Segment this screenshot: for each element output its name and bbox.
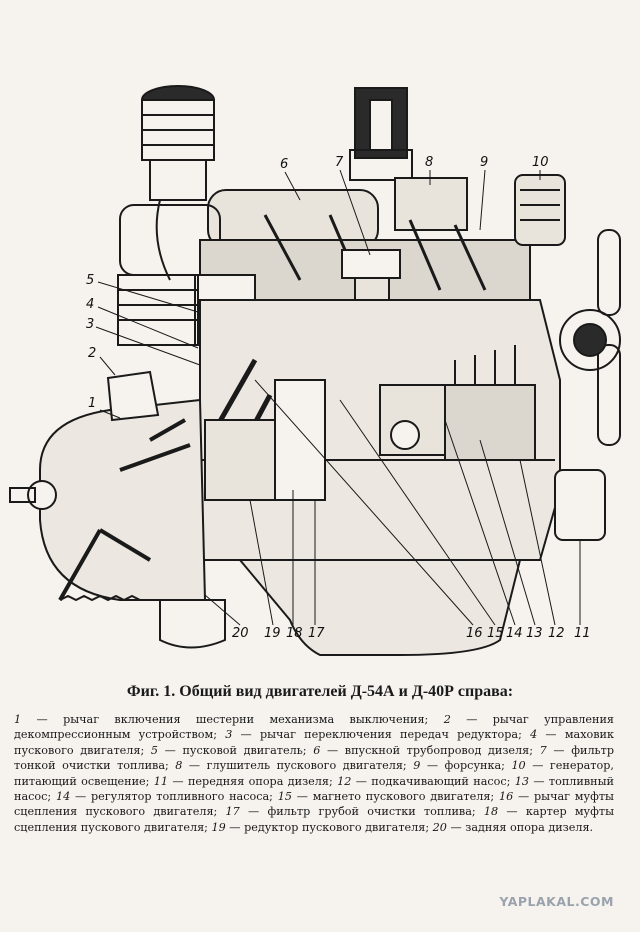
spring xyxy=(59,594,141,602)
callout-14: 14 xyxy=(506,626,523,641)
fuel-pump xyxy=(379,345,536,461)
legend-item: 15 — магнето пускового двигателя; xyxy=(277,790,495,804)
shift-linkage xyxy=(58,418,191,601)
decompression-lever xyxy=(106,370,160,422)
legend-item: 10 — генератор, питающий освещение; xyxy=(14,759,614,788)
figure-title: Фиг. 1. Общий вид двигателей Д-54А и Д-4… xyxy=(126,683,514,700)
generator xyxy=(514,174,566,246)
callout-12: 12 xyxy=(548,626,565,641)
rear-support xyxy=(159,599,226,649)
callout-17: 17 xyxy=(308,626,325,641)
callout-6: 6 xyxy=(280,157,288,172)
legend-item: 3 — рычаг переключения передач редуктора… xyxy=(225,728,522,742)
callout-8: 8 xyxy=(425,155,433,170)
legend-item: 9 — форсунка; xyxy=(413,759,505,773)
starter-clutch-housing xyxy=(204,419,276,501)
callout-4: 4 xyxy=(86,297,94,312)
legend-item: 8 — глушитель пускового двигателя; xyxy=(175,759,407,773)
starter-muffler xyxy=(394,177,468,231)
callout-13: 13 xyxy=(526,626,543,641)
leader-lines xyxy=(95,169,581,626)
legend-item: 17 — фильтр грубой очистки топлива; xyxy=(225,805,476,819)
callout-18: 18 xyxy=(286,626,303,641)
callout-10: 10 xyxy=(532,155,549,170)
callout-3: 3 xyxy=(86,317,94,332)
air-cleaner xyxy=(141,85,215,201)
starter-reducer xyxy=(274,379,326,501)
exhaust-stack xyxy=(349,87,413,181)
legend-item: 11 — передняя опора дизеля; xyxy=(153,774,333,788)
flywheel-housing xyxy=(9,398,207,601)
figure-legend: 1 — рычаг включения шестерни механизма в… xyxy=(14,712,614,835)
site-watermark: YAPLAKAL.COM xyxy=(499,894,614,909)
callout-15: 15 xyxy=(487,626,504,641)
legend-item: 18 — картер муфты сцепления пускового дв… xyxy=(14,805,614,834)
legend-item: 16 — рычаг муфты сцепления пускового дви… xyxy=(14,790,614,819)
fan xyxy=(559,229,621,446)
legend-item: 1 — рычаг включения шестерни механизма в… xyxy=(14,713,429,726)
legend-item: 5 — пусковой двигатель; xyxy=(150,743,307,757)
callout-9: 9 xyxy=(480,155,488,170)
oil-pan xyxy=(237,559,522,656)
callout-11: 11 xyxy=(574,626,591,641)
callout-labels: 1 2 3 4 5 6 7 8 9 10 11 12 13 14 15 16 1… xyxy=(86,155,591,641)
callout-5: 5 xyxy=(86,273,94,288)
legend-item: 12 — подкачивающий насос; xyxy=(337,774,511,788)
legend-item: 13 — топливный насос; xyxy=(14,774,614,804)
legend-item: 20 — задняя опора дизеля. xyxy=(432,820,594,834)
legend-item: 6 — впускной трубопровод дизеля; xyxy=(313,743,533,757)
legend-item: 2 — рычаг управления декомпрессионным ус… xyxy=(14,713,614,742)
callout-19: 19 xyxy=(264,626,281,641)
callout-1: 1 xyxy=(88,396,96,411)
front-support xyxy=(554,469,606,541)
legend-item: 4 — маховик пускового двигателя; xyxy=(14,728,614,757)
legend-item: 19 — редуктор пускового двигателя; xyxy=(211,820,430,834)
legend-item: 14 — регулятор топливного насоса; xyxy=(55,790,273,804)
callout-7: 7 xyxy=(335,155,344,170)
engine-diagram: 1 2 3 4 5 6 7 8 9 10 11 12 13 14 15 16 1… xyxy=(9,85,621,656)
callout-20: 20 xyxy=(232,626,249,641)
callout-16: 16 xyxy=(466,626,483,641)
legend-item: 7 — фильтр тонкой очистки топлива; xyxy=(14,743,614,773)
callout-2: 2 xyxy=(88,346,96,361)
